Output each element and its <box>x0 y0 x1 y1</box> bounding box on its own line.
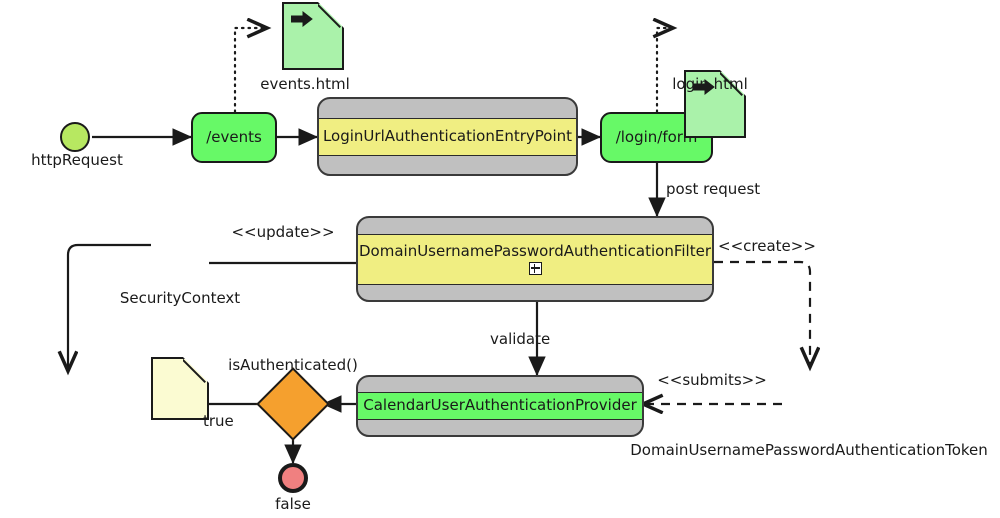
action-login-form-label: /login/form <box>615 128 698 147</box>
artifact-login-html-label: login.html <box>672 75 748 93</box>
action-events-label: /events <box>206 128 262 147</box>
decision-diamond-is-authenticated[interactable] <box>256 367 330 441</box>
note-fold-corner <box>318 2 344 28</box>
solid-arrow-icon <box>291 11 313 27</box>
component-calendar-user-authentication-provider[interactable]: CalendarUserAuthenticationProvider <box>356 375 644 437</box>
start-node-label: httpRequest <box>31 151 123 169</box>
component-entrypoint-title: LoginUrlAuthenticationEntryPoint <box>322 126 573 145</box>
component-login-url-authentication-entry-point[interactable]: LoginUrlAuthenticationEntryPoint <box>317 97 578 176</box>
component-provider-title: CalendarUserAuthenticationProvider <box>363 396 637 415</box>
end-node-false-label: false <box>275 495 311 513</box>
edge-label-validate: validate <box>490 330 551 348</box>
decision-label: isAuthenticated() <box>228 356 358 374</box>
edge-label-create: <<create>> <box>718 237 816 255</box>
edge-label-post-request: post request <box>666 180 761 198</box>
edge-filter-to-token-create <box>714 260 810 366</box>
component-filter-title: DomainUsernamePasswordAuthenticationFilt… <box>359 241 711 260</box>
edge-label-update: <<update>> <box>231 223 335 241</box>
artifact-login-html[interactable] <box>684 70 746 138</box>
note-security-context[interactable] <box>151 357 209 420</box>
note-security-context-label: SecurityContext <box>119 289 241 307</box>
edge-loginform-to-loginhtml <box>657 28 672 114</box>
note-fold-corner <box>183 357 209 383</box>
edge-securitycontext-to-holder <box>68 243 151 370</box>
artifact-auth-token-label: DomainUsernamePasswordAuthenticationToke… <box>630 441 988 459</box>
artifact-events-html[interactable] <box>282 2 344 70</box>
action-events[interactable]: /events <box>191 112 277 163</box>
edge-events-to-eventshtml <box>233 28 266 114</box>
edge-label-true: true <box>203 412 234 430</box>
edge-label-submits: <<submits>> <box>657 371 767 389</box>
artifact-events-html-label: events.html <box>260 75 350 93</box>
expand-plus-icon[interactable] <box>528 262 542 276</box>
start-node-circle[interactable] <box>60 122 90 152</box>
note-fold-corner <box>720 70 746 96</box>
end-node-false[interactable] <box>278 463 308 493</box>
solid-arrow-icon <box>693 79 715 95</box>
component-domain-username-password-authentication-filter[interactable]: DomainUsernamePasswordAuthenticationFilt… <box>356 216 714 302</box>
